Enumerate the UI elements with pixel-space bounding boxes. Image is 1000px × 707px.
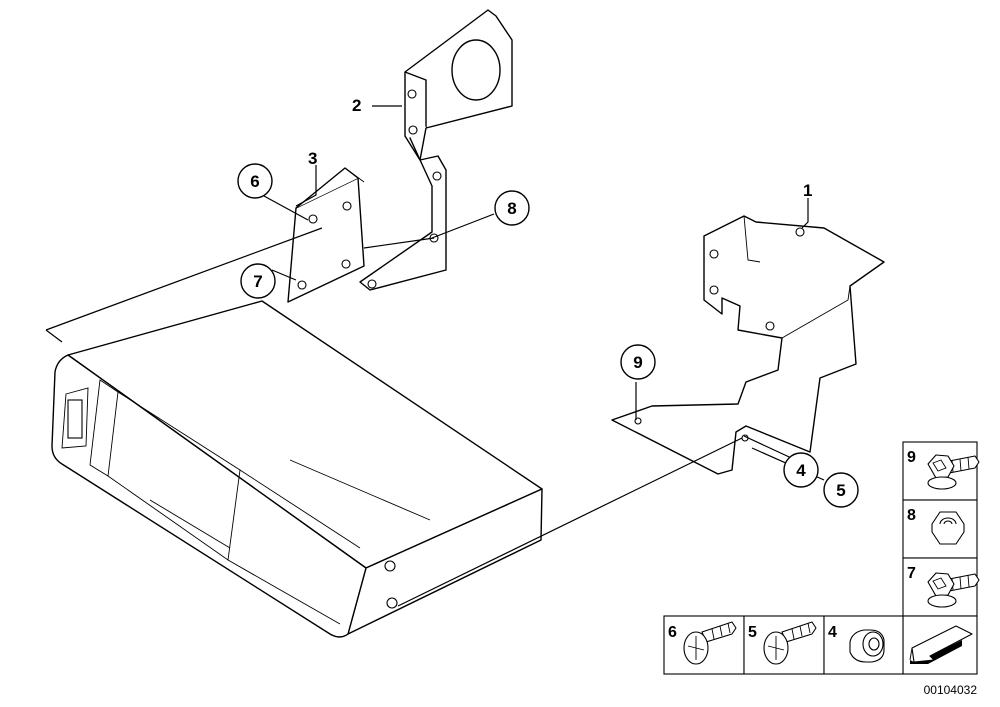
svg-text:4: 4 [828, 624, 837, 641]
document-number: 00104032 [924, 683, 978, 697]
callout-9: 9 [620, 344, 656, 380]
svg-text:4: 4 [796, 461, 806, 480]
legend-arrow-cell [902, 615, 978, 675]
svg-text:9: 9 [633, 353, 642, 372]
legend-item-7: 7 [902, 557, 980, 617]
svg-text:8: 8 [907, 507, 916, 524]
svg-text:7: 7 [907, 565, 916, 582]
svg-text:9: 9 [907, 449, 916, 466]
grommet-icon [849, 629, 885, 663]
part-label-2: 2 [352, 96, 361, 115]
svg-text:8: 8 [507, 199, 516, 218]
legend-item-6: 6 [663, 615, 745, 675]
svg-text:6: 6 [250, 172, 259, 191]
svg-text:6: 6 [668, 624, 677, 641]
part-label-1: 1 [803, 181, 812, 200]
leader-lines [45, 105, 825, 607]
callout-6: 6 [237, 163, 273, 199]
bracket-2 [359, 9, 513, 291]
bracket-1 [611, 215, 885, 475]
svg-text:7: 7 [253, 272, 262, 291]
legend-item-8: 8 [902, 499, 978, 559]
callout-4: 4 [783, 452, 819, 488]
callout-8: 8 [494, 190, 530, 226]
legend-item-5: 5 [743, 615, 825, 675]
part-label-3: 3 [308, 149, 317, 168]
pan-screw-icon [763, 621, 817, 665]
hex-nut-icon [931, 511, 965, 545]
svg-text:5: 5 [748, 624, 757, 641]
flange-bolt-icon [927, 572, 980, 608]
svg-text:5: 5 [836, 481, 845, 500]
cd-changer-unit [51, 300, 543, 638]
legend-item-9: 9 [902, 441, 980, 501]
flange-bolt-icon [927, 454, 980, 490]
callout-7: 7 [240, 263, 276, 299]
arrow-icon [909, 625, 973, 664]
pan-screw-icon [683, 621, 737, 665]
legend-item-4: 4 [823, 615, 904, 675]
bracket-3 [287, 167, 365, 303]
callout-5: 5 [823, 472, 859, 508]
